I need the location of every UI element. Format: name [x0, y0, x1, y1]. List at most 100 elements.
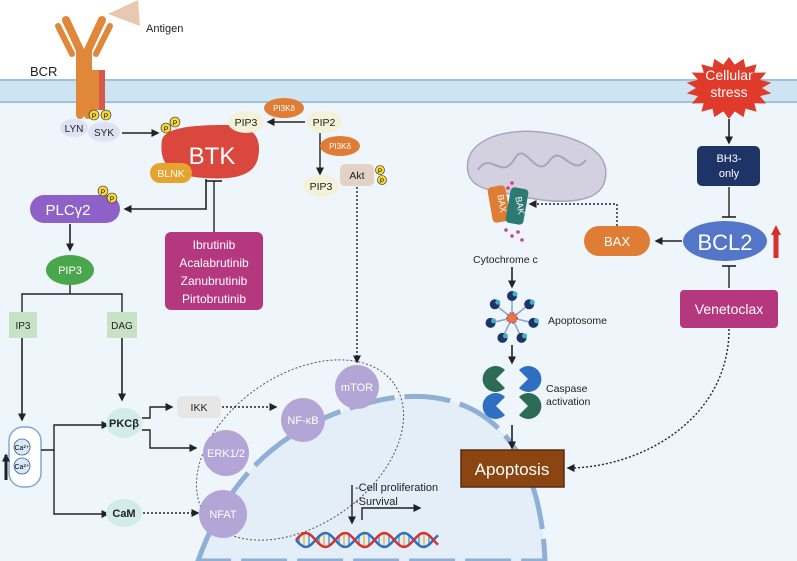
- svg-text:PLCγ2: PLCγ2: [45, 202, 90, 219]
- bcr-receptor: [55, 16, 113, 119]
- svg-text:BAX: BAX: [604, 234, 630, 249]
- svg-text:Venetoclax: Venetoclax: [695, 301, 764, 317]
- bak-mito-node: [505, 187, 529, 225]
- dag-node: [107, 312, 137, 338]
- svg-text:BCL2: BCL2: [697, 230, 752, 255]
- svg-text:ERK1/2: ERK1/2: [207, 448, 245, 460]
- svg-text:DAG: DAG: [111, 321, 133, 332]
- apoptosome-label: Apoptosome: [548, 315, 607, 327]
- phospho-icon: [169, 116, 181, 128]
- calcium-store: [8, 426, 42, 488]
- bcr-label: BCR: [30, 64, 57, 79]
- antigen-label: Antigen: [146, 23, 183, 35]
- svg-text:BTK: BTK: [189, 143, 236, 170]
- antigen-icon: [108, 0, 140, 26]
- bcl2-node: [683, 221, 767, 261]
- apoptosome-icon: [485, 291, 539, 343]
- inhibitor-ibrutinib: Ibrutinib: [193, 238, 236, 252]
- svg-text:SYK: SYK: [94, 128, 114, 139]
- caspase-activation-label: activation: [546, 396, 591, 408]
- outcome-proliferation: -Cell proliferation: [355, 482, 438, 494]
- svg-text:stress: stress: [710, 84, 747, 100]
- phospho-icon: [375, 165, 385, 175]
- svg-text:Akt: Akt: [349, 170, 364, 182]
- svg-text:mTOR: mTOR: [341, 382, 373, 394]
- svg-text:P: P: [173, 120, 177, 127]
- pip3-mid-node: [303, 175, 339, 197]
- svg-text:only: only: [719, 168, 740, 180]
- svg-text:NF-κB: NF-κB: [287, 415, 318, 427]
- nfkb-node: [281, 398, 325, 442]
- pip3-green-node: [46, 255, 94, 285]
- pi3k-top-node: [264, 98, 304, 118]
- caspase-label: Caspase: [546, 383, 588, 395]
- inhibitor-pirtobrutinib: Pirtobrutinib: [182, 292, 246, 306]
- venetoclax-node: [680, 290, 778, 328]
- phospho-icon: [377, 175, 387, 185]
- svg-text:P: P: [110, 196, 114, 203]
- svg-text:P: P: [380, 179, 384, 185]
- svg-text:IP3: IP3: [15, 321, 30, 332]
- phospho-icon: [97, 185, 109, 197]
- svg-text:PKCβ: PKCβ: [109, 418, 139, 430]
- bh3-only-node: [697, 146, 760, 186]
- svg-text:P: P: [164, 126, 168, 133]
- plcg2-node: [30, 195, 120, 223]
- pkcb-node: [106, 408, 142, 438]
- pip2-node: [306, 111, 342, 133]
- nucleus: [195, 393, 548, 561]
- svg-text:PIP3: PIP3: [58, 265, 82, 277]
- phospho-icon: [160, 122, 172, 134]
- svg-text:PIP3: PIP3: [310, 181, 333, 193]
- svg-text:Apoptosis: Apoptosis: [475, 460, 550, 479]
- syk-node: [88, 122, 120, 142]
- svg-text:PIP3: PIP3: [235, 117, 258, 129]
- phospho-icon: [100, 109, 112, 121]
- inhibitor-acalabrutinib: Acalabrutinib: [179, 256, 249, 270]
- mtor-node: [335, 365, 379, 409]
- pip3-top-node: [228, 111, 264, 133]
- inhibitor-zanubrutinib: Zanubrutinib: [181, 274, 248, 288]
- svg-text:P: P: [92, 113, 96, 120]
- svg-text:BH3-: BH3-: [716, 153, 741, 165]
- nfat-node: [199, 490, 247, 538]
- cytochrome-dots: [504, 181, 524, 242]
- svg-text:BAX: BAX: [495, 194, 508, 213]
- cell-membrane: [0, 80, 797, 102]
- phospho-icon: [88, 109, 100, 121]
- svg-text:P: P: [104, 113, 108, 120]
- svg-text:CaM: CaM: [112, 508, 135, 520]
- akt-node: [340, 164, 374, 186]
- svg-text:LYN: LYN: [65, 124, 84, 135]
- svg-text:PIP2: PIP2: [313, 117, 336, 129]
- blnk-node: [150, 163, 192, 183]
- calcium-ion: [13, 438, 31, 456]
- svg-text:Ca²⁺: Ca²⁺: [15, 464, 30, 471]
- bax-node: [584, 226, 650, 256]
- bax-mito-node: [487, 185, 511, 223]
- svg-text:IKK: IKK: [191, 402, 208, 414]
- svg-text:BAK: BAK: [513, 196, 526, 215]
- ikk-node: [177, 396, 221, 418]
- svg-text:Ca²⁺: Ca²⁺: [15, 445, 30, 452]
- phospho-icon: [106, 192, 118, 204]
- cytochrome-label: Cytochrome c: [473, 254, 538, 266]
- cam-node: [106, 499, 142, 527]
- svg-text:PI3Kδ: PI3Kδ: [273, 104, 295, 113]
- calcium-ion: [13, 457, 31, 475]
- svg-text:P: P: [101, 189, 105, 196]
- svg-text:BLNK: BLNK: [157, 168, 184, 180]
- pi3k-mid-node: [320, 136, 360, 156]
- cellular-stress-burst: [686, 57, 772, 119]
- dna-icon: [295, 531, 439, 549]
- svg-text:PI3Kδ: PI3Kδ: [329, 142, 351, 151]
- outcome-survival: -Survival: [355, 496, 398, 508]
- apoptosis-node: [460, 449, 565, 488]
- caspase-icon: [482, 366, 542, 420]
- lyn-node: [60, 119, 88, 137]
- ip3-node: [9, 312, 37, 338]
- svg-text:Cellular: Cellular: [705, 67, 753, 83]
- svg-text:NFAT: NFAT: [209, 509, 237, 521]
- erk-node: [203, 430, 249, 476]
